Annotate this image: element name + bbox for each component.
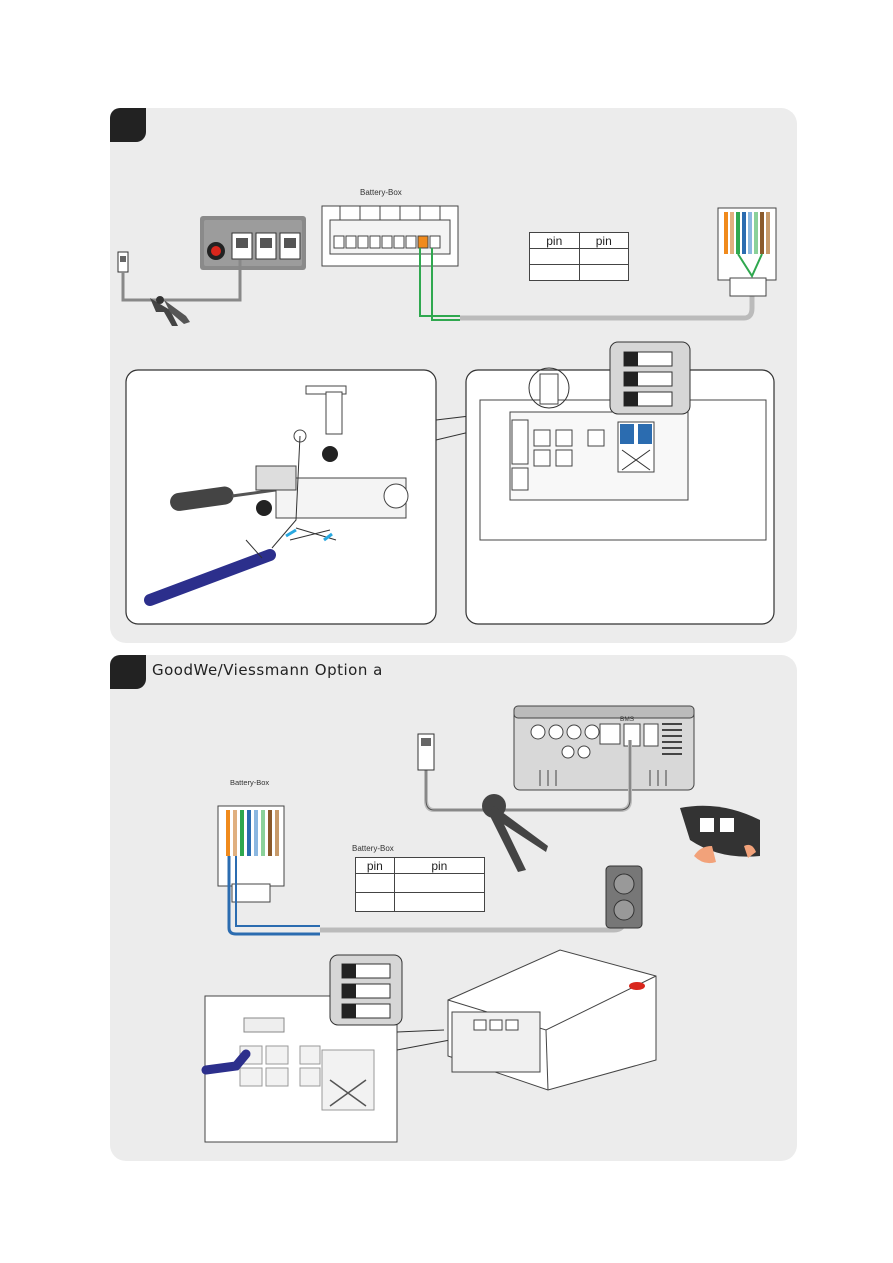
pin-table-header-right: pin: [393, 857, 486, 874]
pin-mapping-table-1: pin pin: [529, 232, 629, 281]
battery-box-port-detail: [201, 995, 451, 1143]
battery-box-detail-box: [465, 341, 775, 625]
brand-logo-icon: [629, 982, 645, 990]
pin-table-header-right: pin: [578, 232, 629, 249]
step-number-badge-1: [110, 108, 146, 142]
connector-insertion-icon: [680, 805, 760, 864]
pin-table-cell: [578, 264, 629, 281]
rj45-connector-right: [717, 207, 777, 297]
inverter-unit: [513, 705, 695, 791]
rj45-plug-icon: [417, 733, 435, 771]
step-bullet-a: [322, 446, 338, 462]
pin-mapping-table-2: pin pin: [355, 857, 486, 912]
pin-table-cell: [393, 873, 486, 893]
pin-table-cell: [355, 892, 395, 912]
inverter-bms-port-label: BMS: [620, 716, 635, 723]
dip-switch-zoom: [609, 341, 691, 415]
battery-box-label-1: Battery-Box: [360, 188, 402, 197]
communication-cable: [144, 549, 276, 606]
power-indicator-icon: [211, 246, 221, 256]
pin-table-cell: [393, 892, 486, 912]
section-title: GoodWe/Viessmann Option a: [152, 661, 383, 679]
pin-table-header-left: pin: [355, 857, 395, 874]
dip-switch-zoom: [329, 954, 403, 1026]
pin-table-cell: [355, 873, 395, 893]
battery-box-housing: [447, 949, 657, 1091]
wiring-detail-box: [125, 369, 521, 625]
battery-box-terminal-block: [321, 205, 459, 267]
step-bullet-b: [256, 500, 272, 516]
crimping-tool-icon: [150, 296, 190, 326]
step-number-badge-2: [110, 655, 146, 689]
crimping-tool-icon: [482, 794, 548, 872]
battery-box-label-table: Battery-Box: [352, 844, 394, 853]
inverter-port-panel: [200, 216, 306, 270]
cable-gland-icon: [605, 865, 643, 929]
battery-box-label-left: Battery-Box: [230, 778, 270, 787]
